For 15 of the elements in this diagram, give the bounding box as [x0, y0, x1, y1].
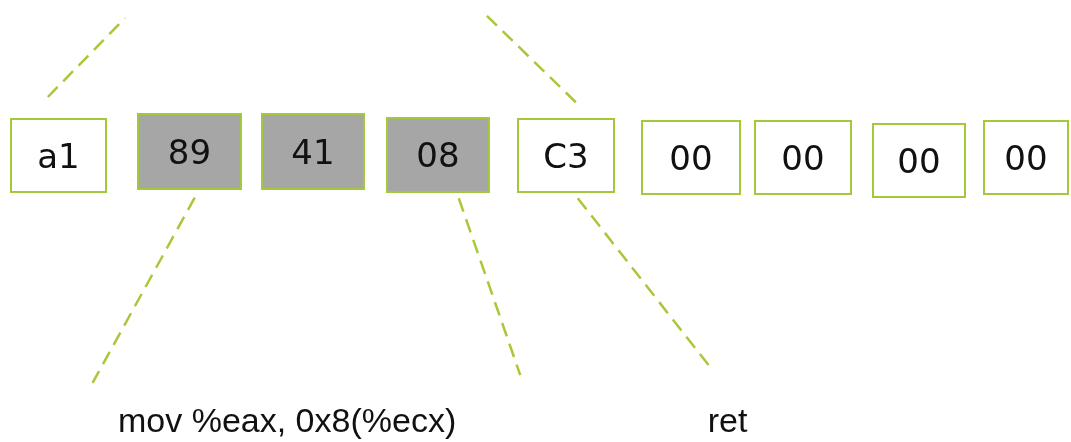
byte-box: 41	[261, 113, 365, 190]
leader-line	[91, 197, 196, 384]
byte-box: 00	[641, 120, 741, 195]
byte-box: 00	[754, 120, 852, 195]
leader-line	[576, 197, 712, 369]
instruction-text: ret	[690, 368, 765, 440]
leader-line	[457, 197, 522, 376]
leader-line	[46, 17, 126, 98]
instruction-text: mov %eax, 0x8(%ecx)	[88, 384, 543, 440]
byte-box: 08	[386, 117, 490, 193]
byte-box: 00	[983, 120, 1069, 195]
byte-box: 00	[872, 123, 966, 198]
byte-box: 89	[137, 113, 242, 190]
byte-box: a1	[10, 118, 107, 193]
byte-box: C3	[517, 118, 615, 193]
